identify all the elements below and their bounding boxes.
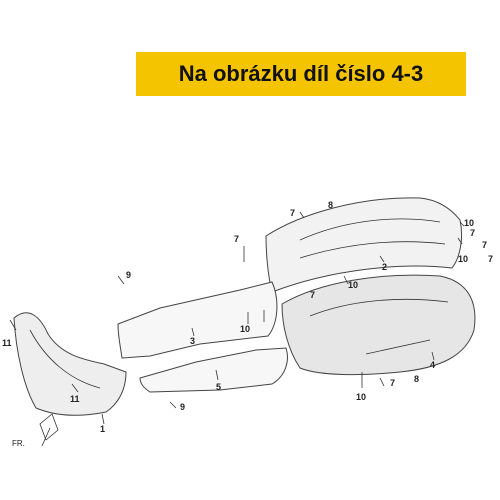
callout-label: 4 <box>430 360 435 370</box>
callout-label: 9 <box>126 270 131 280</box>
part-3-side-strip <box>117 281 278 359</box>
front-direction-arrow-icon <box>39 413 59 447</box>
callout-label: 10 <box>348 280 358 290</box>
callout-label: 7 <box>390 378 395 388</box>
part-number-banner: Na obrázku díl číslo 4-3 <box>136 52 466 96</box>
callout-label: 10 <box>240 324 250 334</box>
callout-label: 7 <box>470 228 475 238</box>
callout-label: 2 <box>382 262 387 272</box>
screw-icon <box>9 211 465 409</box>
callout-label: 1 <box>100 424 105 434</box>
callout-label: 10 <box>458 254 468 264</box>
callout-label: 9 <box>180 402 185 412</box>
callout-label: 11 <box>2 338 12 348</box>
callout-label: 3 <box>190 336 195 346</box>
part-1-front-cover <box>13 312 127 416</box>
callout-label: 5 <box>216 382 221 392</box>
part-5-lower-strip <box>139 347 288 393</box>
callout-label: 8 <box>414 374 419 384</box>
callout-label: 7 <box>234 234 239 244</box>
direction-label: FR. <box>12 439 25 448</box>
callout-label: 10 <box>464 218 474 228</box>
callout-label: 7 <box>310 290 315 300</box>
callout-label: 11 <box>70 394 80 404</box>
callout-label: 7 <box>488 254 493 264</box>
callout-label: 7 <box>482 240 487 250</box>
callout-label: 7 <box>290 208 295 218</box>
callout-label: 8 <box>328 200 333 210</box>
callout-label: 10 <box>356 392 366 402</box>
